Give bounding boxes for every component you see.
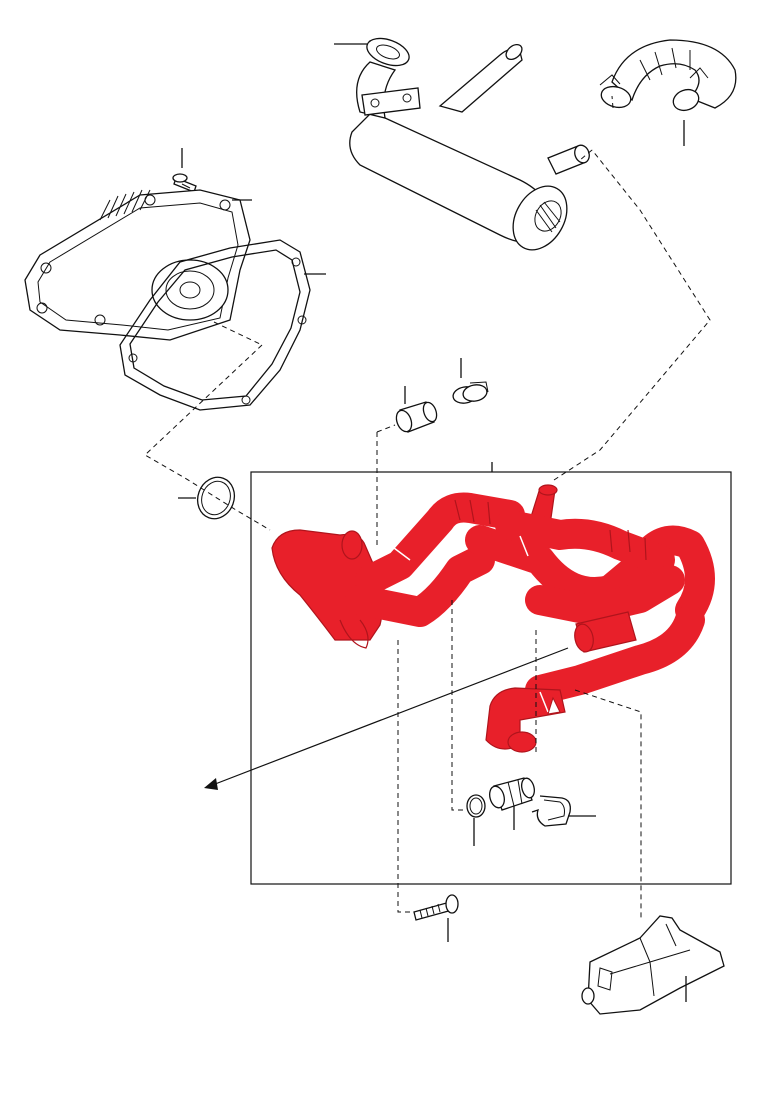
coolant-hose-upper[interactable] [599,39,737,114]
assembly-guide-lines [144,95,711,920]
o-ring-small[interactable] [466,794,486,818]
callout-leaders [178,43,687,1002]
pipe-sleeve[interactable] [394,401,439,434]
retaining-clip[interactable] [531,795,571,827]
direction-arrow [204,647,569,790]
water-pump-gasket[interactable] [119,239,311,411]
pipe-connector[interactable] [487,777,536,811]
o-ring-large[interactable] [192,472,240,524]
hose-clamp-small[interactable] [452,381,489,405]
pipe-mounting-bolt[interactable] [413,894,459,921]
coolant-pipe-assembly[interactable] [271,484,715,753]
water-pump-bolt[interactable] [172,173,197,193]
assembly-frame [250,471,732,885]
water-pump[interactable] [24,189,251,341]
egr-cooler[interactable] [349,33,592,259]
pipe-support-bracket[interactable] [581,915,725,1015]
